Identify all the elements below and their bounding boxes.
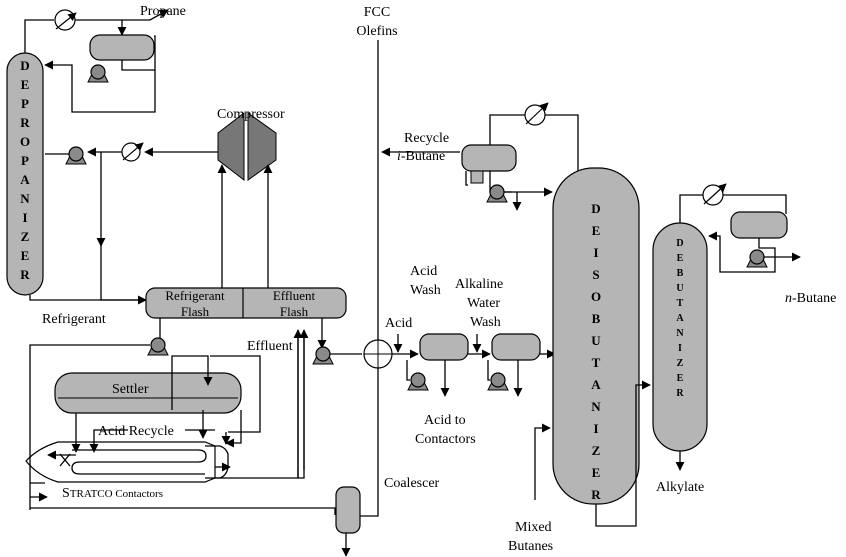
stratco-label: STRATCO Contactors	[62, 486, 163, 501]
depropanizer-letter: N	[20, 191, 30, 206]
alkylate-label: Alkylate	[656, 480, 704, 495]
depropanizer-letter: R	[20, 115, 30, 130]
depropanizer-letter: P	[21, 96, 29, 111]
debutanizer-letter: Z	[677, 358, 684, 369]
depropanizer-letter: I	[22, 210, 27, 225]
settler-label: Settler	[112, 382, 149, 397]
debutanizer-letter: T	[677, 298, 684, 309]
acid-wash-drum	[419, 333, 469, 361]
olefins-label: Olefins	[356, 24, 397, 39]
deisobutanizer-letter: I	[593, 245, 598, 260]
debutanizer-letter: I	[678, 343, 682, 354]
debutanizer-pump	[746, 249, 768, 268]
acid-to-label-2: Contactors	[415, 432, 476, 447]
reactor-piping	[29, 318, 336, 515]
flash-pump	[147, 337, 169, 356]
acid-to-label-1: Acid to	[424, 413, 466, 428]
condenser-exchanger	[54, 9, 77, 31]
deisobutanizer-letter: A	[591, 377, 601, 392]
acid-recycle-label: Acid Recycle	[98, 424, 174, 439]
refrigerant-flash-label-1: Refrigerant	[165, 288, 225, 303]
alkaline-label-3: Wash	[470, 315, 501, 330]
refrigerant-loop	[29, 142, 218, 305]
debutanizer-letter: B	[677, 268, 684, 279]
refrigerant-flash-label-2: Flash	[181, 304, 210, 319]
depropanizer-letter: O	[20, 134, 30, 149]
acid-wash-label-1: Acid	[410, 264, 437, 279]
propane-drum	[89, 34, 155, 61]
reflux-pump	[87, 64, 109, 83]
depropanizer-letter: E	[21, 77, 30, 92]
flash-drum	[145, 287, 347, 319]
settler-vessel	[54, 372, 242, 414]
deisobutanizer-letter: T	[592, 355, 601, 370]
alkaline-wash-drum	[491, 333, 541, 361]
deisobutanizer-letter: Z	[592, 443, 601, 458]
deisobutanizer-letter: R	[591, 487, 601, 502]
mixed-butanes-label-2: Butanes	[508, 539, 553, 554]
effluent-pump	[312, 346, 334, 365]
deisobutanizer-letter: N	[591, 399, 601, 414]
deisobutanizer-letter: U	[591, 333, 601, 348]
debutanizer-letter: N	[676, 328, 684, 339]
acid-label: Acid	[385, 316, 412, 331]
refrigerant-label: Refrigerant	[42, 312, 106, 327]
fcc-label: FCC	[364, 5, 390, 20]
debutanizer-letter: U	[676, 283, 683, 294]
deisobutanizer-letter: D	[591, 201, 600, 216]
propane-label: Propane	[140, 4, 186, 19]
stratco-contactor	[25, 441, 229, 483]
deisobutanizer-letter: E	[592, 465, 601, 480]
propane-pump	[65, 146, 87, 165]
n-butane-label: n-Butane	[785, 291, 836, 306]
deisobutanizer-condenser	[524, 102, 549, 126]
depropanizer-letter: Z	[21, 229, 30, 244]
recycle-isobutane-drum	[461, 144, 517, 184]
depropanizer-letter: R	[20, 267, 30, 282]
effluent-flash-label-1: Effluent	[273, 288, 316, 303]
compressor	[217, 111, 277, 182]
debutanizer-letter: E	[677, 253, 684, 264]
recycle-label: Recycle	[404, 131, 449, 146]
deisobutanizer-letter: E	[592, 223, 601, 238]
deisobutanizer-letter: I	[593, 421, 598, 436]
deisobutanizer-letter: S	[592, 267, 599, 282]
debutanizer-letter: D	[676, 238, 683, 249]
compressor-label: Compressor	[217, 107, 285, 122]
depropanizer-letter: P	[21, 153, 29, 168]
alkaline-label-1: Alkaline	[455, 277, 503, 292]
alkaline-label-2: Water	[467, 296, 500, 311]
effluent-flash-label-2: Flash	[280, 304, 309, 319]
isobutane-label: i-Butane	[397, 149, 445, 164]
deisobutanizer-letter: O	[591, 289, 601, 304]
acid-wash-pump	[407, 372, 429, 391]
mixed-butanes-label-1: Mixed	[515, 520, 552, 535]
deisobutanizer-letter: B	[592, 311, 601, 326]
coalescer	[335, 486, 361, 557]
feed-effluent-exchanger	[363, 339, 393, 369]
effluent-label: Effluent	[247, 339, 293, 354]
alkaline-wash-pump	[487, 372, 509, 391]
coalescer-label: Coalescer	[384, 476, 440, 491]
acid-wash-label-2: Wash	[410, 283, 441, 298]
debutanizer-letter: A	[676, 313, 684, 324]
debutanizer-drum	[730, 211, 788, 239]
depropanizer-overhead	[24, 9, 169, 113]
depropanizer-letter: A	[20, 172, 30, 187]
cooler-exchanger	[121, 142, 144, 162]
depropanizer-letter: E	[21, 248, 30, 263]
debutanizer-letter: R	[676, 388, 684, 399]
debutanizer-condenser	[702, 183, 727, 206]
debutanizer-letter: E	[677, 373, 684, 384]
depropanizer-letter: D	[20, 58, 29, 73]
